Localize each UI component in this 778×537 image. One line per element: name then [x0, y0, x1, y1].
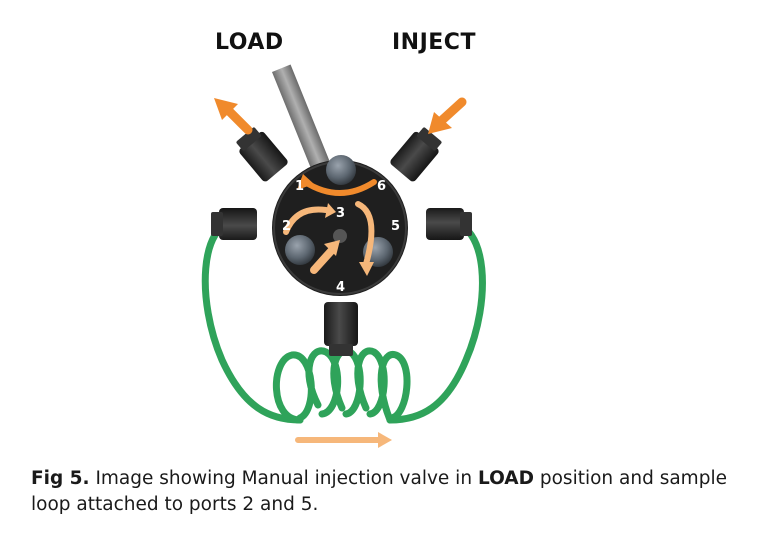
caption-text-before: Image showing Manual injection valve in [89, 468, 478, 489]
fitting-port-5 [426, 208, 472, 240]
port-number-4: 4 [336, 280, 345, 295]
port-number-1: 1 [295, 179, 304, 194]
fitting-port-6 [390, 127, 442, 182]
valve-knob-left [285, 235, 315, 265]
valve-center [333, 229, 347, 243]
load-label: LOAD [215, 30, 284, 55]
port-number-6: 6 [377, 179, 386, 194]
valve-knob-top [326, 155, 356, 185]
needle-port [272, 64, 332, 174]
port-number-5: 5 [391, 219, 400, 234]
fitting-port-2 [211, 208, 257, 240]
caption-position: LOAD [477, 468, 534, 489]
caption-fig-number: Fig 5. [31, 468, 90, 489]
port-number-2: 2 [282, 219, 291, 234]
caption-text-after: position and sample loop attached to por… [31, 468, 727, 515]
fitting-port-4 [324, 302, 358, 356]
flow-arrows [283, 174, 377, 276]
loop-flow-arrow [295, 432, 392, 448]
fitting-port-1 [236, 127, 288, 182]
sample-loop [201, 218, 486, 424]
inject-label: INJECT [392, 30, 476, 55]
load-out-arrow [214, 98, 253, 135]
port-number-3: 3 [336, 206, 345, 221]
inject-in-arrow [428, 97, 467, 134]
figure-caption: Fig 5. Image showing Manual injection va… [31, 466, 771, 518]
